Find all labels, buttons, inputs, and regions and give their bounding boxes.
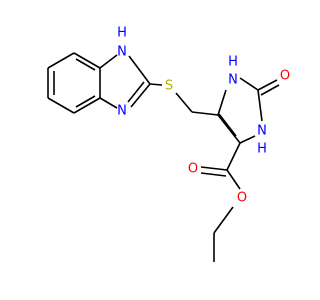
ethyl-ester — [200, 142, 241, 262]
nitrogen-label-benzimidazole-nh: N — [117, 45, 127, 60]
nitrogen-label-imidazolone-top: N — [228, 73, 238, 88]
hydrogen-label-imidazolone-bottom: H — [257, 142, 267, 157]
oxygen-label-ring-carbonyl: O — [280, 69, 290, 84]
sulfur-label: S — [165, 79, 173, 94]
imidazole-ring — [99, 54, 151, 109]
nitrogen-label-imidazolone-bottom: N — [257, 124, 267, 139]
molecule-structure: H N N S N H O N H O O — [47, 26, 290, 262]
thioether-linkage — [149, 83, 219, 116]
nitrogen-label-benzimidazole: N — [117, 104, 127, 119]
hydrogen-label-imidazolone-top: H — [228, 55, 238, 70]
oxygen-label-ester-ether: O — [237, 191, 247, 206]
benzene-ring — [47, 52, 101, 114]
imidazolone-ring — [217, 77, 280, 144]
oxygen-label-ester-carbonyl: O — [188, 162, 198, 177]
hydrogen-label-benzimidazole: H — [117, 26, 127, 41]
